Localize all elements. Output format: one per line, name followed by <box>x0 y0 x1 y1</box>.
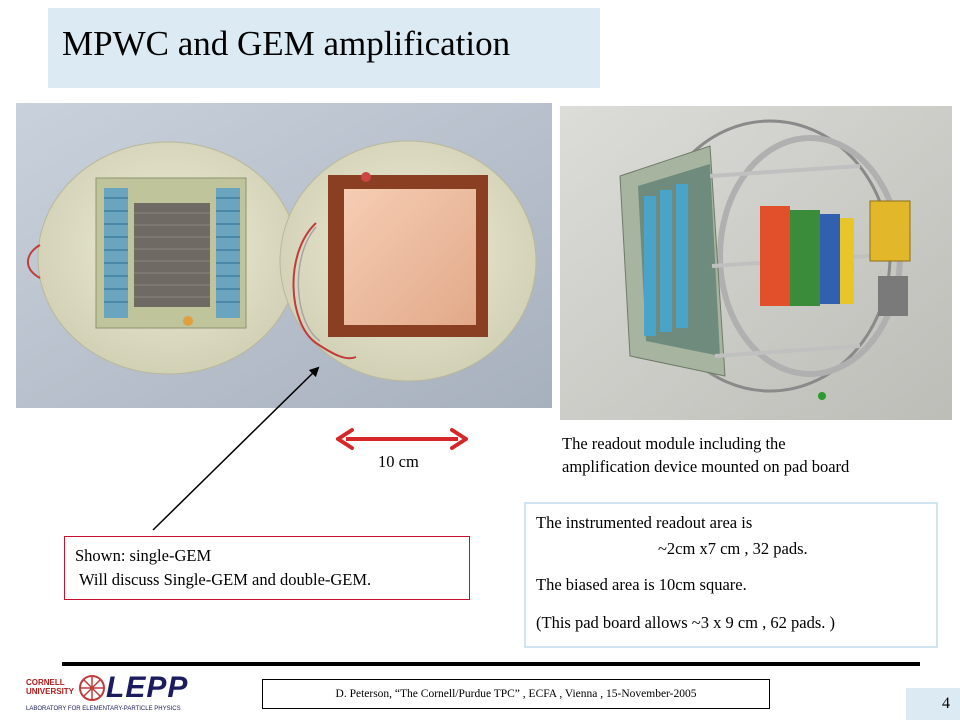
info-line-1: The instrumented readout area is <box>536 513 753 532</box>
logo-lepp-text: LEPP <box>106 671 189 704</box>
shown-note-box: Shown: single-GEM Will discuss Single-GE… <box>64 536 470 600</box>
caption-line-1: The readout module including the <box>562 434 786 453</box>
lepp-logo: CORNELL UNIVERSITY LEPP LABORATORY FOR E… <box>26 672 204 714</box>
logo-subtitle: LABORATORY FOR ELEMENTARY-PARTICLE PHYSI… <box>26 706 181 712</box>
readout-area-info-box: The instrumented readout area is ~2cm x7… <box>524 502 938 648</box>
footer-rule <box>62 662 920 666</box>
logo-university-text: UNIVERSITY <box>26 687 75 696</box>
slide-title: MPWC and GEM amplification <box>62 24 511 63</box>
lepp-logo-mark <box>79 675 105 701</box>
title-banner <box>48 8 600 88</box>
page-number: 4 <box>942 695 950 712</box>
photo-readout-module <box>560 106 952 420</box>
footer-citation: D. Peterson, “The Cornell/Purdue TPC” , … <box>335 688 697 700</box>
dimension-arrow <box>336 428 468 450</box>
info-line-3: The biased area is 10cm square. <box>536 575 747 594</box>
photo-mwpc-gem-boards <box>16 103 552 408</box>
shown-line-2: Will discuss Single-GEM and double-GEM. <box>79 570 372 589</box>
dimension-label: 10 cm <box>378 452 419 471</box>
info-line-2: ~2cm x7 cm , 32 pads. <box>658 539 808 558</box>
shown-line-1: Shown: single-GEM <box>75 546 212 565</box>
footer-box: D. Peterson, “The Cornell/Purdue TPC” , … <box>262 679 770 709</box>
logo-cornell-text: CORNELL <box>26 678 65 687</box>
readout-module-caption: The readout module including the amplifi… <box>562 432 952 478</box>
info-line-4: (This pad board allows ~3 x 9 cm , 62 pa… <box>536 613 835 632</box>
page-number-box: 4 <box>906 688 960 720</box>
caption-line-2: amplification device mounted on pad boar… <box>562 457 850 476</box>
